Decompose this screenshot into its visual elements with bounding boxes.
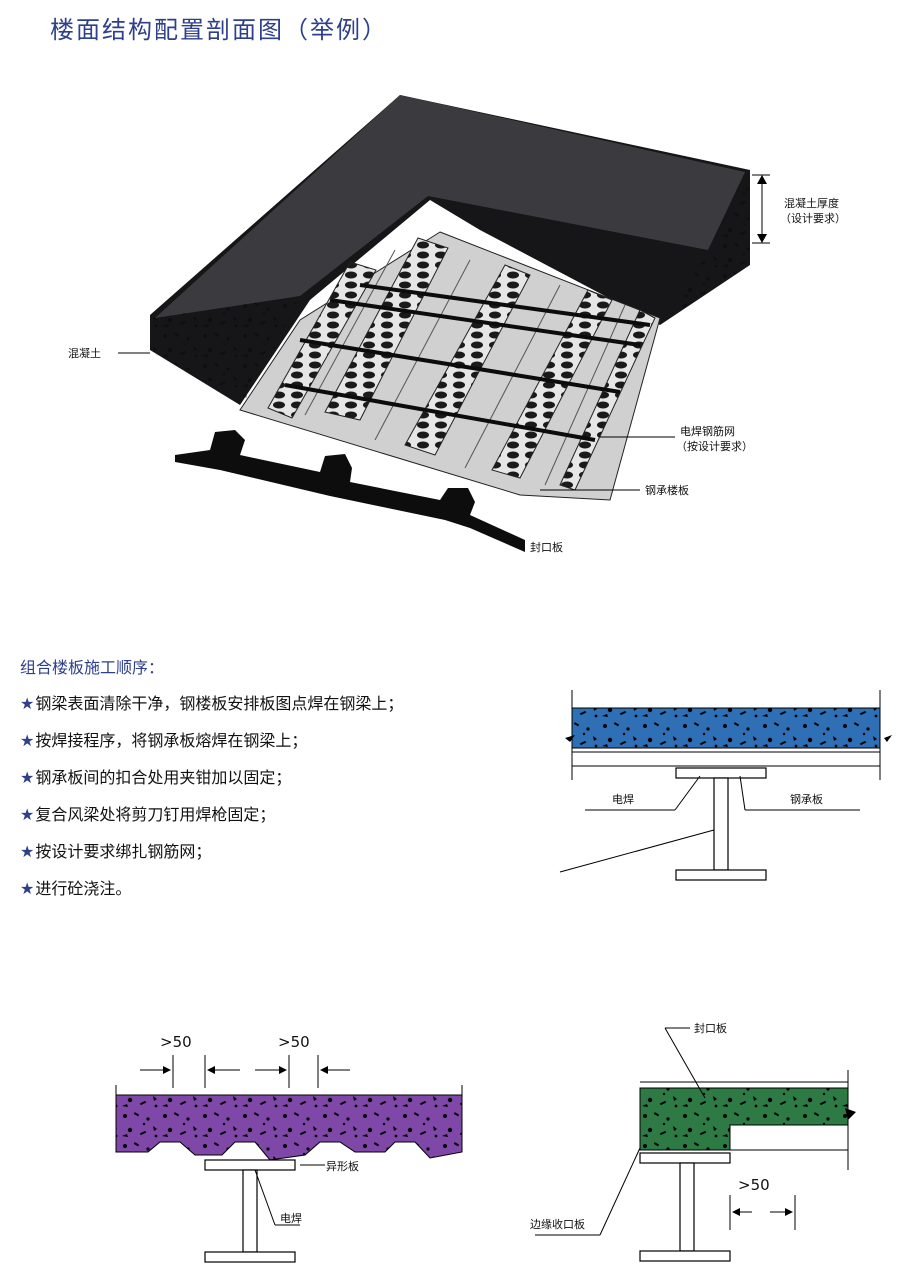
- label-edge-closure: 边缘收口板: [530, 1217, 585, 1231]
- i-beam: [675, 767, 767, 881]
- label-weld: 电焊: [612, 792, 634, 806]
- label-closure-plate-2: 封口板: [694, 1021, 727, 1035]
- sequence-title: 组合楼板施工顺序：: [20, 658, 165, 677]
- dim-label-1: >50: [160, 1033, 192, 1051]
- concrete-top-face: [155, 95, 745, 318]
- dim-label-2: >50: [278, 1033, 310, 1051]
- star-icon: ★: [20, 842, 35, 861]
- label-closure-plate: 封口板: [530, 540, 563, 554]
- star-icon: ★: [20, 694, 35, 713]
- i-beam: [204, 1159, 296, 1263]
- sequence-step: ★复合风梁处将剪刀钉用焊枪固定；: [20, 805, 276, 824]
- label-by-design: （设计要求）: [780, 212, 846, 225]
- label-mesh-note: （按设计要求）: [676, 439, 753, 453]
- beam-detail-1: 电焊 钢承板: [559, 690, 892, 881]
- label-steel-deck: 钢承楼板: [645, 483, 689, 497]
- sequence-step: ★按设计要求绑扎钢筋网；: [20, 842, 212, 861]
- star-icon: ★: [20, 879, 35, 898]
- star-icon: ★: [20, 731, 35, 750]
- sequence-step: ★钢梁表面清除干净，钢楼板安排板图点焊在钢梁上；: [20, 694, 404, 713]
- label-weld-2: 电焊: [280, 1211, 302, 1225]
- label-concrete-thickness: 混凝土厚度: [784, 196, 839, 210]
- steel-deck-line: [571, 751, 881, 767]
- label-concrete: 混凝土: [68, 346, 101, 360]
- label-deck-plate: 钢承板: [790, 792, 823, 806]
- dim-label-3: >50: [738, 1176, 770, 1194]
- sequence-step: ★钢承板间的扣合处用夹钳加以固定；: [20, 768, 292, 787]
- beam-detail-2: >50 >50 异形板 电焊: [115, 1033, 463, 1263]
- beam-detail-3: >50 封口板 边缘收口板: [530, 1021, 856, 1262]
- closure-plate: [175, 430, 525, 552]
- label-special-plate: 异形板: [326, 1159, 359, 1173]
- welded-mesh: [284, 283, 651, 442]
- sequence-list: ★钢梁表面清除干净，钢楼板安排板图点焊在钢梁上； ★按焊接程序，将钢承板熔焊在钢…: [20, 694, 403, 916]
- floor-section-3d: 混凝土 混凝土厚度 （设计要求） 电焊钢筋网 （按设计要求） 钢承楼板 封口板: [68, 95, 846, 554]
- star-icon: ★: [20, 768, 35, 787]
- page-title: 楼面结构配置剖面图（举例）: [50, 16, 388, 44]
- star-icon: ★: [20, 805, 35, 824]
- sequence-step: ★进行砼浇注。: [20, 879, 132, 898]
- leader-lines: [118, 174, 770, 491]
- i-beam: [639, 1152, 731, 1262]
- label-welded-mesh: 电焊钢筋网: [680, 424, 735, 438]
- sequence-step: ★按焊接程序，将钢承板熔焊在钢梁上；: [20, 731, 308, 750]
